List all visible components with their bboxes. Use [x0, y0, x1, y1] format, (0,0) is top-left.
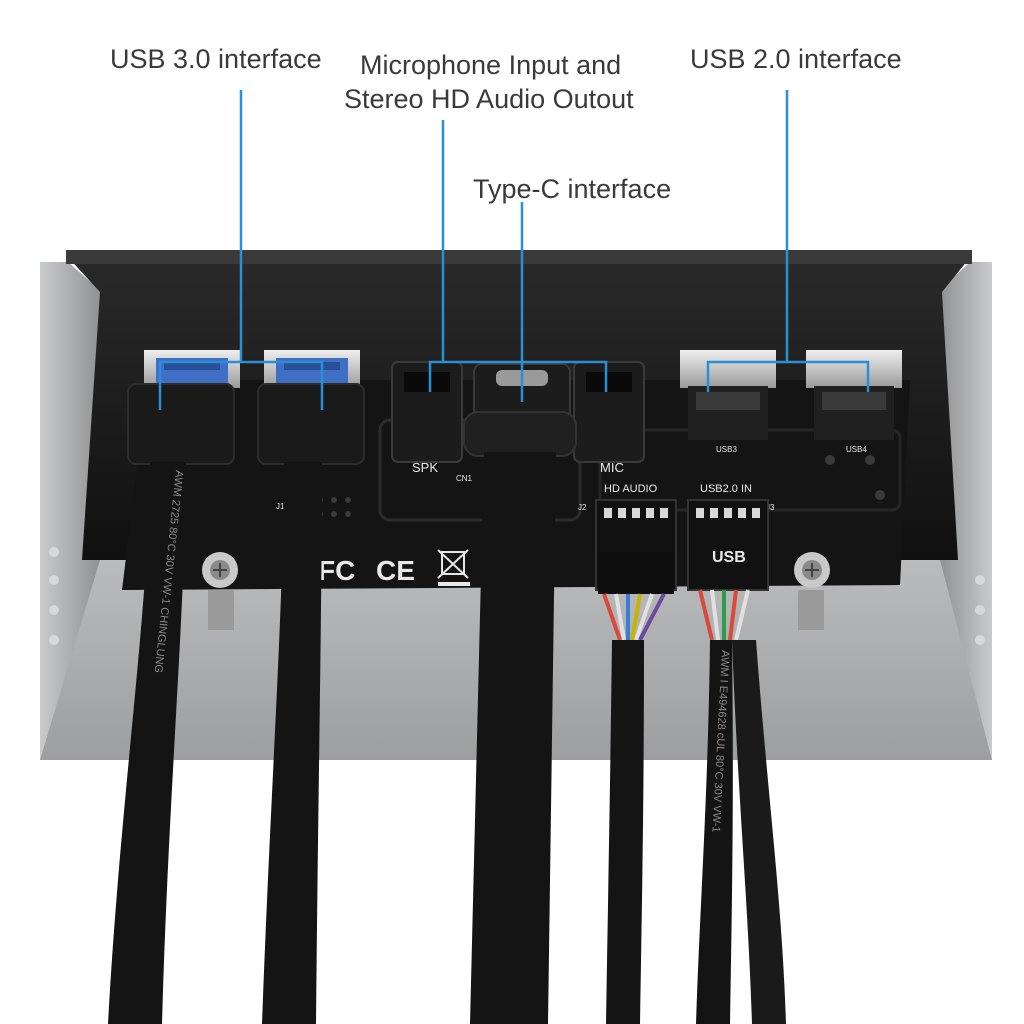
label-j1: J1	[276, 502, 285, 511]
standoff-left	[208, 590, 234, 630]
pcb-screw-right	[794, 552, 830, 588]
hd-audio-cable	[598, 552, 674, 1024]
label-spk: SPK	[412, 460, 438, 475]
usb30-plug-1	[108, 383, 235, 1024]
label-j2: J2	[578, 503, 587, 512]
label-mic: MIC	[600, 460, 624, 475]
callout-typec-label: Type-C interface	[473, 174, 672, 204]
usb20-port-2	[806, 350, 902, 440]
label-usb-header: USB	[712, 549, 746, 566]
usb30-plug-2	[257, 383, 365, 1024]
callout-usb20-label: USB 2.0 interface	[690, 44, 902, 74]
standoff-right	[798, 590, 824, 630]
callout-usb30-label: USB 3.0 interface	[110, 44, 322, 74]
side-mount-holes	[49, 547, 985, 645]
pcb-screw-left	[202, 552, 238, 588]
usb20-port-1	[680, 350, 776, 440]
weee-bin-icon	[437, 549, 470, 586]
label-j3: J3	[766, 503, 775, 512]
usb30-port-1	[144, 350, 240, 388]
type-c-flat-cable	[463, 411, 577, 1024]
callout-lines	[158, 90, 870, 410]
usb20-header-cable	[696, 589, 786, 1024]
speaker-jack	[391, 361, 463, 463]
callout-line-usb20-branch	[706, 360, 870, 392]
bezel-top-edge	[66, 250, 972, 264]
ce-mark: CE	[376, 555, 415, 586]
usb30-port-2	[264, 350, 360, 388]
usb20-header-connector: USB	[687, 499, 769, 591]
callout-audio-label-line1: Microphone Input and	[360, 50, 622, 80]
label-usb4-port: USB4	[846, 445, 867, 454]
callout-line-audio-branch	[428, 360, 608, 392]
callout-line-usb30-branch	[158, 360, 324, 410]
label-usb3-port: USB3	[716, 445, 737, 454]
label-hd-audio: HD AUDIO	[604, 483, 658, 495]
label-cn1: CN1	[456, 474, 473, 483]
label-usb20-in: USB2.0 IN	[700, 483, 752, 495]
microphone-jack	[573, 361, 645, 463]
callout-audio-label-line2: Stereo HD Audio Outout	[344, 84, 634, 114]
fcc-mark: FC	[318, 555, 355, 586]
